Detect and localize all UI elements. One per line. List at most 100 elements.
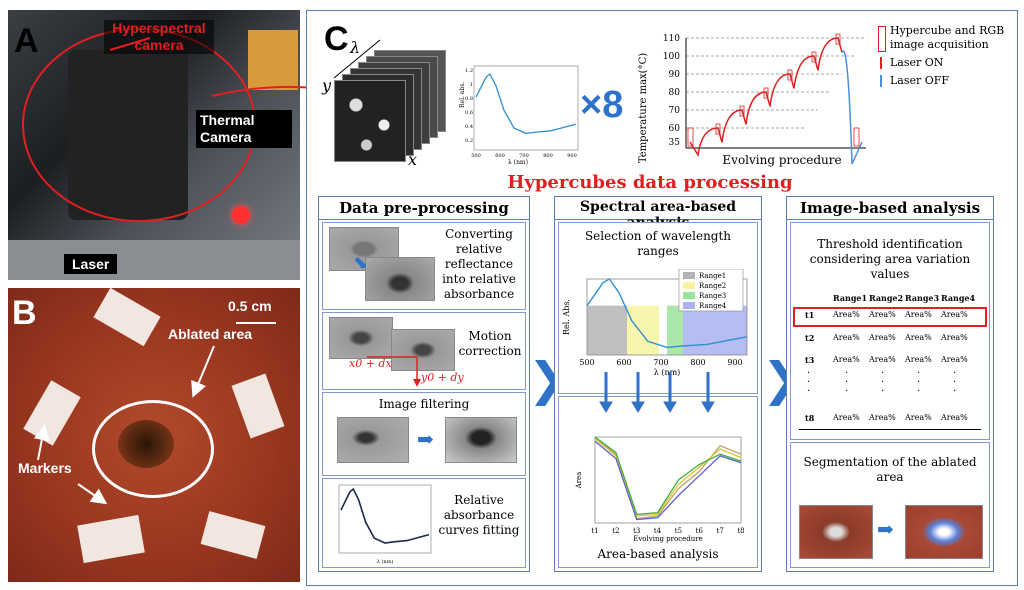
panel-b-letter: B <box>12 294 37 332</box>
floor <box>8 240 300 280</box>
panel-b-photo <box>8 288 300 582</box>
scale-label: 0.5 cm <box>228 298 272 314</box>
cell: Area% <box>905 333 932 342</box>
ablated-area-label: Ablated area <box>168 326 253 342</box>
filter-arrow-icon: ➡ <box>417 427 434 451</box>
table-row: t3 Area% Area% Area% Area% <box>791 355 989 367</box>
laser-light <box>232 206 250 224</box>
area-series-line <box>594 438 742 517</box>
cell: Area% <box>941 355 968 364</box>
area-series-line <box>594 440 742 521</box>
selection-text: Selection of wavelength ranges <box>584 229 732 258</box>
range-xlabel: λ (nm) <box>654 368 681 377</box>
range-legend-label: Range1 <box>699 272 726 280</box>
range-band <box>627 305 659 355</box>
temp-ytick: 80 <box>669 88 681 98</box>
legend-laser-off-text: Laser OFF <box>890 74 950 87</box>
x-axis-label: x <box>408 150 418 169</box>
acquisition-marker <box>853 127 860 147</box>
processing-title: Hypercubes data processing <box>507 172 793 193</box>
cell: Area% <box>941 413 968 422</box>
spectrum-xtick: 600 <box>495 153 505 159</box>
temperature-chart: Temperature max(°C) Evolving procedure 1… <box>638 33 866 167</box>
panel-c-letter: C <box>324 20 349 58</box>
area-xtick: t4 <box>654 527 662 535</box>
filtered-image <box>445 417 517 463</box>
temp-ytick: 60 <box>669 124 681 134</box>
range-band <box>667 305 683 355</box>
temp-ytick: 70 <box>669 106 681 116</box>
range-xtick: 900 <box>727 358 742 367</box>
fitting-frame <box>338 484 432 554</box>
monitor <box>248 30 298 90</box>
range-frame <box>586 278 748 356</box>
segmentation-text: Segmentation of the ablated area <box>803 455 977 484</box>
range-legend-swatch <box>683 272 695 279</box>
area-caption: Area-based analysis <box>597 547 719 561</box>
spectrum-ytick: 0.6 <box>465 110 473 116</box>
laser-off-curve <box>841 50 863 165</box>
area-xtick: t1 <box>591 527 598 535</box>
legend: Hypercube and RGB image acquisition Lase… <box>876 24 1012 88</box>
absorbance-image <box>365 257 435 301</box>
legend-laser-on: Laser ON <box>876 56 1012 70</box>
spectrum-ytick: 1.2 <box>465 68 473 74</box>
hypercube-front <box>334 80 406 162</box>
threshold-text: Threshold identification considering are… <box>809 237 971 281</box>
range-xtick: 600 <box>616 358 631 367</box>
cell: Area% <box>869 355 896 364</box>
cell: Area% <box>833 310 860 319</box>
temp-ylabel: Temperature max(°C) <box>638 53 649 163</box>
range-legend-label: Range4 <box>699 302 727 310</box>
col-range2: Range2 <box>869 293 904 303</box>
panel-a-letter: A <box>14 22 39 60</box>
area-xtick: t2 <box>612 527 619 535</box>
table-row: t2 Area% Area% Area% Area% <box>791 333 989 345</box>
cell: Area% <box>941 333 968 342</box>
legend-laser-off: Laser OFF <box>876 74 1012 88</box>
spectral-title: Spectral area-based analysis <box>555 199 761 231</box>
range-spectrum-line <box>586 278 748 349</box>
step-filtering: Image filtering ➡ <box>322 392 526 476</box>
threshold-section: Threshold identification considering are… <box>790 222 990 440</box>
rgb-image <box>799 505 873 559</box>
dx-label: x0 + dx <box>349 357 392 370</box>
fitting-text: Relative absorbance curves fitting <box>438 493 520 537</box>
row-t: t3 <box>805 355 815 365</box>
fitting-xlabel: λ (nm) <box>377 558 394 565</box>
range-legend-swatch <box>683 292 695 299</box>
fitting-plot: λ (nm) <box>338 484 432 565</box>
spectrum-ytick: 1 <box>470 82 473 88</box>
range-band <box>683 305 747 355</box>
range-to-area-arrows <box>599 372 715 413</box>
range-xtick: 700 <box>653 358 668 367</box>
filtering-text: Image filtering <box>378 397 470 411</box>
range-legend-swatch <box>683 302 695 309</box>
table-row: t1 Area% Area% Area% Area% <box>791 310 989 322</box>
table-row: t8 Area% Area% Area% Area% <box>791 413 989 425</box>
temp-xlabel: Evolving procedure <box>722 153 841 167</box>
acquisition-marker <box>763 87 769 99</box>
spectrum-ytick: 0.8 <box>465 96 473 102</box>
range-band <box>587 305 627 355</box>
cube-lines <box>333 39 381 79</box>
row-t: t2 <box>805 333 815 343</box>
area-xtick: t8 <box>737 527 744 535</box>
convert-text: Converting relative reflectance into rel… <box>442 227 516 301</box>
markers-label: Markers <box>18 460 72 476</box>
col-range1: Range1 <box>833 293 868 303</box>
legend-laser-on-text: Laser ON <box>890 56 944 69</box>
range-legend-label: Range2 <box>699 282 726 290</box>
col-range4: Range4 <box>941 293 976 303</box>
area-xtick: t3 <box>633 527 640 535</box>
times-eight: ×8 <box>580 84 624 126</box>
spectrum-xtick: 700 <box>519 153 529 159</box>
acquisition-marker <box>687 127 694 147</box>
temp-ytick: 35 <box>669 138 681 148</box>
range-ylabel: Rel. Abs. <box>562 299 571 335</box>
